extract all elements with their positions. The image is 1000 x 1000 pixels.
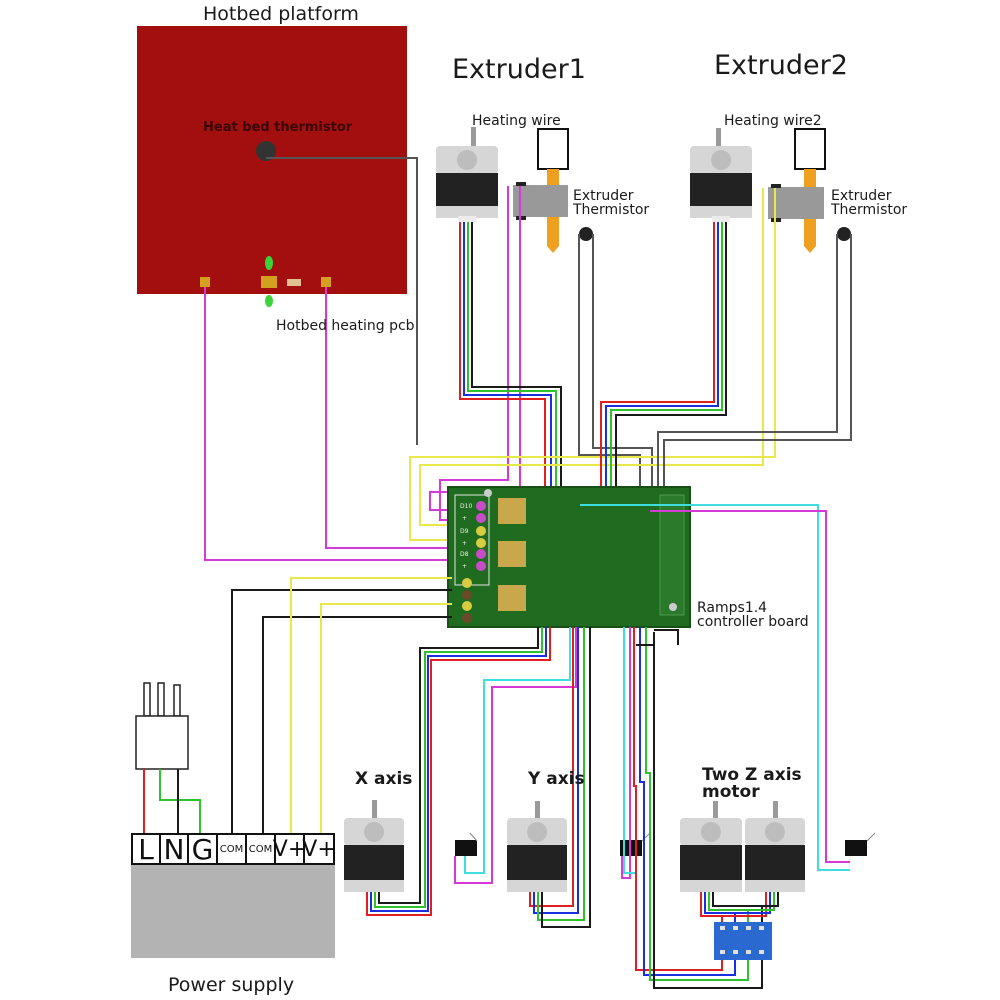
x-axis-motor bbox=[344, 800, 404, 892]
x-motor-wire-black bbox=[378, 627, 539, 904]
extruder2-heating-wire-block bbox=[768, 187, 824, 219]
x-endstop-wire bbox=[464, 627, 571, 874]
z-endstop-wire bbox=[580, 504, 850, 871]
hotbed-connector bbox=[261, 276, 277, 288]
extruder1-motor-wire-blue bbox=[463, 222, 552, 500]
extruder2-thermistor-wire bbox=[657, 234, 838, 500]
psu-terminal-com: COM bbox=[216, 833, 247, 865]
power-supply-label: Power supply bbox=[168, 974, 295, 996]
y-axis-motor bbox=[507, 801, 567, 892]
extruder1-heater-block bbox=[537, 128, 569, 170]
y-endstop-wire bbox=[621, 627, 631, 879]
extruder2-motor bbox=[690, 128, 752, 222]
extruder1-heater-wire bbox=[439, 186, 509, 521]
extruder2-thermistor-wire bbox=[663, 234, 852, 500]
ramps-board bbox=[447, 486, 691, 628]
heatbed-thermistor-icon bbox=[256, 141, 276, 161]
extruder1-thermistor-wire bbox=[578, 234, 641, 500]
psu-terminal-g: G bbox=[187, 833, 218, 866]
z-motor-wire-red bbox=[633, 627, 723, 971]
power-wire-ground bbox=[159, 769, 201, 835]
z-endstop-icon bbox=[845, 840, 867, 856]
board-terminal-plus: + bbox=[462, 563, 467, 570]
board-terminal-d8: D8 bbox=[460, 551, 469, 558]
x-motor-wire-red bbox=[366, 627, 551, 916]
extruder1-heating-wire-block bbox=[513, 185, 568, 217]
psu-terminal-vplus: V+ bbox=[273, 833, 306, 865]
extruder2-motor-wire-red bbox=[600, 222, 715, 500]
extruder1-motor-wire-green bbox=[467, 222, 557, 500]
x-endstop-icon bbox=[455, 840, 477, 856]
hotbed-pad-right bbox=[321, 277, 331, 287]
power-plug-icon bbox=[135, 682, 189, 770]
z-motor-wire-black bbox=[636, 644, 763, 989]
extruder1-title: Extruder1 bbox=[452, 54, 586, 85]
extruder1-heating-label: Heating wire bbox=[472, 113, 561, 129]
extruder1-motor-wire-red bbox=[459, 222, 546, 500]
extruder2-heating-label: Heating wire2 bbox=[724, 113, 822, 129]
board-terminal-d10: D10 bbox=[460, 503, 472, 510]
hotbed-led-icon bbox=[265, 256, 273, 270]
z-motor-wire-blue bbox=[639, 627, 736, 976]
hotbed-power-wire bbox=[325, 287, 450, 549]
y-motor-wire-green bbox=[537, 627, 585, 921]
extruder2-heater-wire bbox=[409, 188, 776, 541]
x-motor-wire-blue bbox=[370, 627, 547, 912]
psu-com-wire bbox=[262, 616, 452, 835]
extruder2-thermistor-icon bbox=[837, 227, 851, 241]
hotbed-pcb-label: Hotbed heating pcb bbox=[276, 318, 415, 334]
hotbed-led-icon bbox=[265, 295, 273, 307]
psu-vplus-wire bbox=[320, 603, 452, 835]
hotbed-resistor-icon bbox=[287, 279, 301, 286]
heatbed-thermistor-wire bbox=[266, 157, 418, 445]
extruder2-title: Extruder2 bbox=[714, 50, 848, 81]
y-motor-wire-blue bbox=[533, 627, 579, 914]
z-endstop-wire bbox=[650, 510, 850, 863]
extruder1-motor bbox=[436, 127, 498, 222]
board-terminal-plus: + bbox=[462, 540, 467, 547]
y-axis-label: Y axis bbox=[528, 769, 585, 789]
extruder2-motor-wire-green bbox=[610, 222, 723, 500]
power-supply-body bbox=[131, 863, 335, 958]
psu-terminal-l: L bbox=[131, 833, 161, 866]
psu-terminal-com: COM bbox=[245, 833, 276, 865]
y-motor-wire-red bbox=[529, 627, 574, 907]
hotbed-power-wire bbox=[204, 287, 450, 561]
psu-vplus-wire bbox=[290, 577, 452, 835]
y-motor-wire-black bbox=[541, 627, 591, 928]
extruder2-heater-wire bbox=[419, 188, 764, 526]
extruder1-heater-wire bbox=[429, 186, 521, 511]
extruder2-motor-wire-blue bbox=[605, 222, 719, 500]
z-motor-wire-green bbox=[645, 627, 749, 981]
hotbed-title: Hotbed platform bbox=[203, 3, 359, 25]
extruder2-heater-block bbox=[794, 128, 826, 170]
heatbed-thermistor-label: Heat bed thermistor bbox=[203, 120, 353, 135]
z-axis-motor-left bbox=[680, 801, 742, 892]
x-axis-label: X axis bbox=[355, 769, 413, 789]
extruder2-motor-wire-black bbox=[615, 222, 727, 500]
psu-terminal-vplus: V+ bbox=[302, 833, 336, 865]
extruder1-thermistor-wire bbox=[592, 234, 653, 500]
extruder1-motor-wire-black bbox=[471, 222, 562, 500]
hotbed-pad-left bbox=[200, 277, 210, 287]
z-axis-motor-right bbox=[745, 801, 805, 892]
x-motor-wire-green bbox=[374, 627, 543, 908]
hotbed-platform bbox=[137, 26, 407, 294]
board-terminal-d9: D9 bbox=[460, 528, 469, 535]
psu-terminal-n: N bbox=[159, 833, 189, 866]
x-endstop-wire bbox=[454, 627, 577, 884]
psu-com-wire bbox=[231, 589, 452, 835]
board-terminal-plus: + bbox=[462, 515, 467, 522]
extruder1-thermistor-icon bbox=[579, 227, 593, 241]
